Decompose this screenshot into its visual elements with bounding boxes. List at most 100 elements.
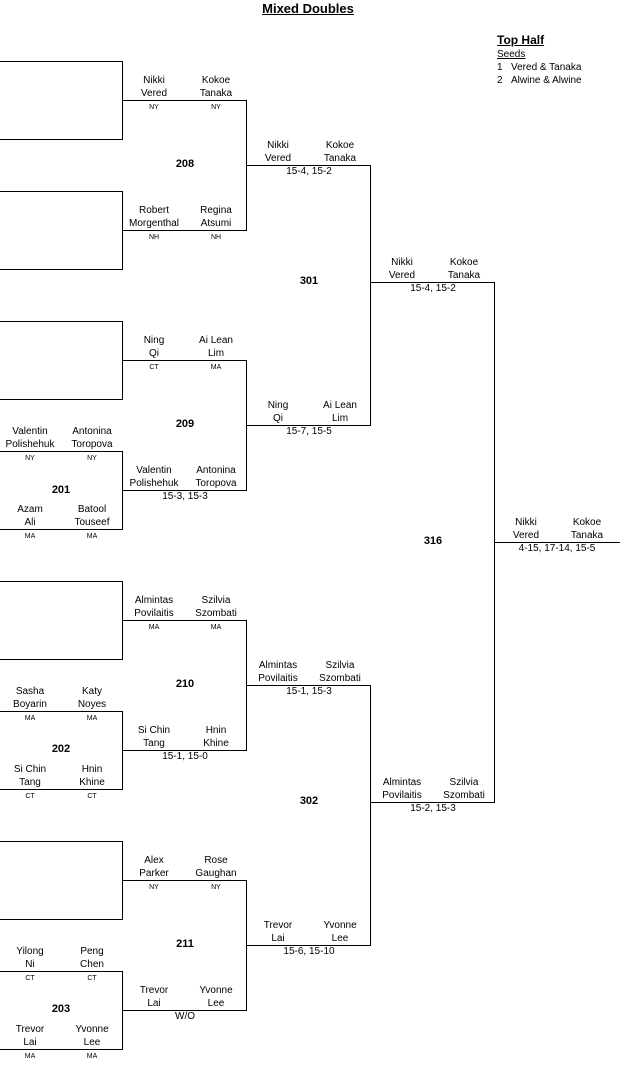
match-number: 210 <box>175 678 195 690</box>
match-number: 202 <box>51 743 71 755</box>
bracket-line <box>246 685 371 946</box>
player-first-name: Yvonne <box>199 985 233 996</box>
match-score: 15-1, 15-0 <box>162 751 208 762</box>
player-last-name: Vered <box>512 530 540 541</box>
match-number: 201 <box>51 484 71 496</box>
player-last-name: Lim <box>331 413 349 424</box>
player-first-name: Sasha <box>15 686 45 697</box>
player-last-name: Atsumi <box>200 218 232 229</box>
player-last-name: Szombati <box>443 790 485 801</box>
player-state: MA <box>210 624 222 631</box>
player-last-name: Tanaka <box>570 530 604 541</box>
player-last-name: Qi <box>273 413 283 424</box>
player-last-name: Noyes <box>77 699 107 710</box>
player-state: NY <box>25 455 35 462</box>
player-last-name: Gaughan <box>195 868 237 879</box>
player-first-name: Kokoe <box>572 517 602 528</box>
match-score: 15-4, 15-2 <box>286 166 332 177</box>
player-first-name: Almintas <box>258 660 298 671</box>
player-first-name: Alex <box>144 855 164 866</box>
player-last-name: Khine <box>79 777 105 788</box>
seed-name: Alwine & Alwine <box>511 75 582 86</box>
player-last-name: Morgenthal <box>128 218 180 229</box>
player-first-name: Nikki <box>391 257 413 268</box>
player-last-name: Lai <box>271 933 285 944</box>
player-last-name: Lee <box>207 998 225 1009</box>
seed-number: 1 <box>497 62 503 73</box>
player-state: MA <box>86 533 98 540</box>
page-title: Mixed Doubles <box>262 1 354 16</box>
player-first-name: Nikki <box>515 517 537 528</box>
player-last-name: Lai <box>23 1037 37 1048</box>
player-first-name: Katy <box>81 686 102 697</box>
player-last-name: Tang <box>19 777 41 788</box>
player-last-name: Vered <box>140 88 168 99</box>
player-first-name: Yilong <box>16 946 44 957</box>
player-last-name: Povilaitis <box>134 608 174 619</box>
player-last-name: Szombati <box>319 673 361 684</box>
player-first-name: Ning <box>143 335 165 346</box>
player-last-name: Qi <box>149 348 159 359</box>
player-last-name: Polishehuk <box>129 478 179 489</box>
player-first-name: Yvonne <box>323 920 357 931</box>
player-last-name: Lee <box>83 1037 101 1048</box>
player-state: MA <box>210 364 222 371</box>
player-state: MA <box>24 715 36 722</box>
player-last-name: Chen <box>80 959 104 970</box>
player-last-name: Touseef <box>74 517 110 528</box>
player-last-name: Parker <box>139 868 169 879</box>
player-state: NH <box>148 234 160 241</box>
match-score: 15-6, 15-10 <box>283 946 335 957</box>
player-state: CT <box>149 364 159 371</box>
match-score: 15-3, 15-3 <box>162 491 208 502</box>
player-first-name: Robert <box>138 205 169 216</box>
player-first-name: Si Chin <box>13 764 47 775</box>
player-state: NY <box>149 884 159 891</box>
bracket-box <box>0 321 123 400</box>
match-number: 316 <box>423 535 443 547</box>
player-first-name: Batool <box>77 504 107 515</box>
bracket-line <box>246 165 371 426</box>
player-first-name: Ai Lean <box>323 400 357 411</box>
match-score: 4-15, 17-14, 15-5 <box>518 543 596 554</box>
player-first-name: Nikki <box>267 140 289 151</box>
legend-heading: Top Half <box>497 33 545 47</box>
player-first-name: Almintas <box>382 777 422 788</box>
player-first-name: Kokoe <box>325 140 355 151</box>
player-first-name: Hnin <box>205 725 227 736</box>
player-state: CT <box>87 975 97 982</box>
match-score: 15-4, 15-2 <box>410 283 456 294</box>
player-last-name: Lim <box>207 348 225 359</box>
player-last-name: Ali <box>24 517 36 528</box>
player-first-name: Hnin <box>81 764 103 775</box>
player-last-name: Ni <box>25 959 35 970</box>
player-last-name: Toropova <box>195 478 237 489</box>
player-first-name: Trevor <box>263 920 293 931</box>
player-first-name: Si Chin <box>137 725 171 736</box>
player-last-name: Vered <box>388 270 416 281</box>
player-first-name: Regina <box>200 205 232 216</box>
player-first-name: Rose <box>204 855 228 866</box>
player-first-name: Szilvia <box>201 595 231 606</box>
player-first-name: Szilvia <box>449 777 479 788</box>
player-last-name: Boyarin <box>13 699 47 710</box>
player-state: MA <box>148 624 160 631</box>
player-state: NY <box>211 884 221 891</box>
legend-subheading: Seeds <box>497 49 526 60</box>
player-first-name: Antonina <box>72 426 112 437</box>
player-first-name: Ai Lean <box>199 335 233 346</box>
player-state: CT <box>25 975 35 982</box>
player-state: NH <box>210 234 222 241</box>
player-state: CT <box>25 793 35 800</box>
player-first-name: Szilvia <box>325 660 355 671</box>
player-state: NY <box>87 455 97 462</box>
match-number: 301 <box>299 275 319 287</box>
player-state: MA <box>24 1053 36 1060</box>
player-state: NY <box>149 104 159 111</box>
player-first-name: Trevor <box>139 985 169 996</box>
player-state: MA <box>24 533 36 540</box>
